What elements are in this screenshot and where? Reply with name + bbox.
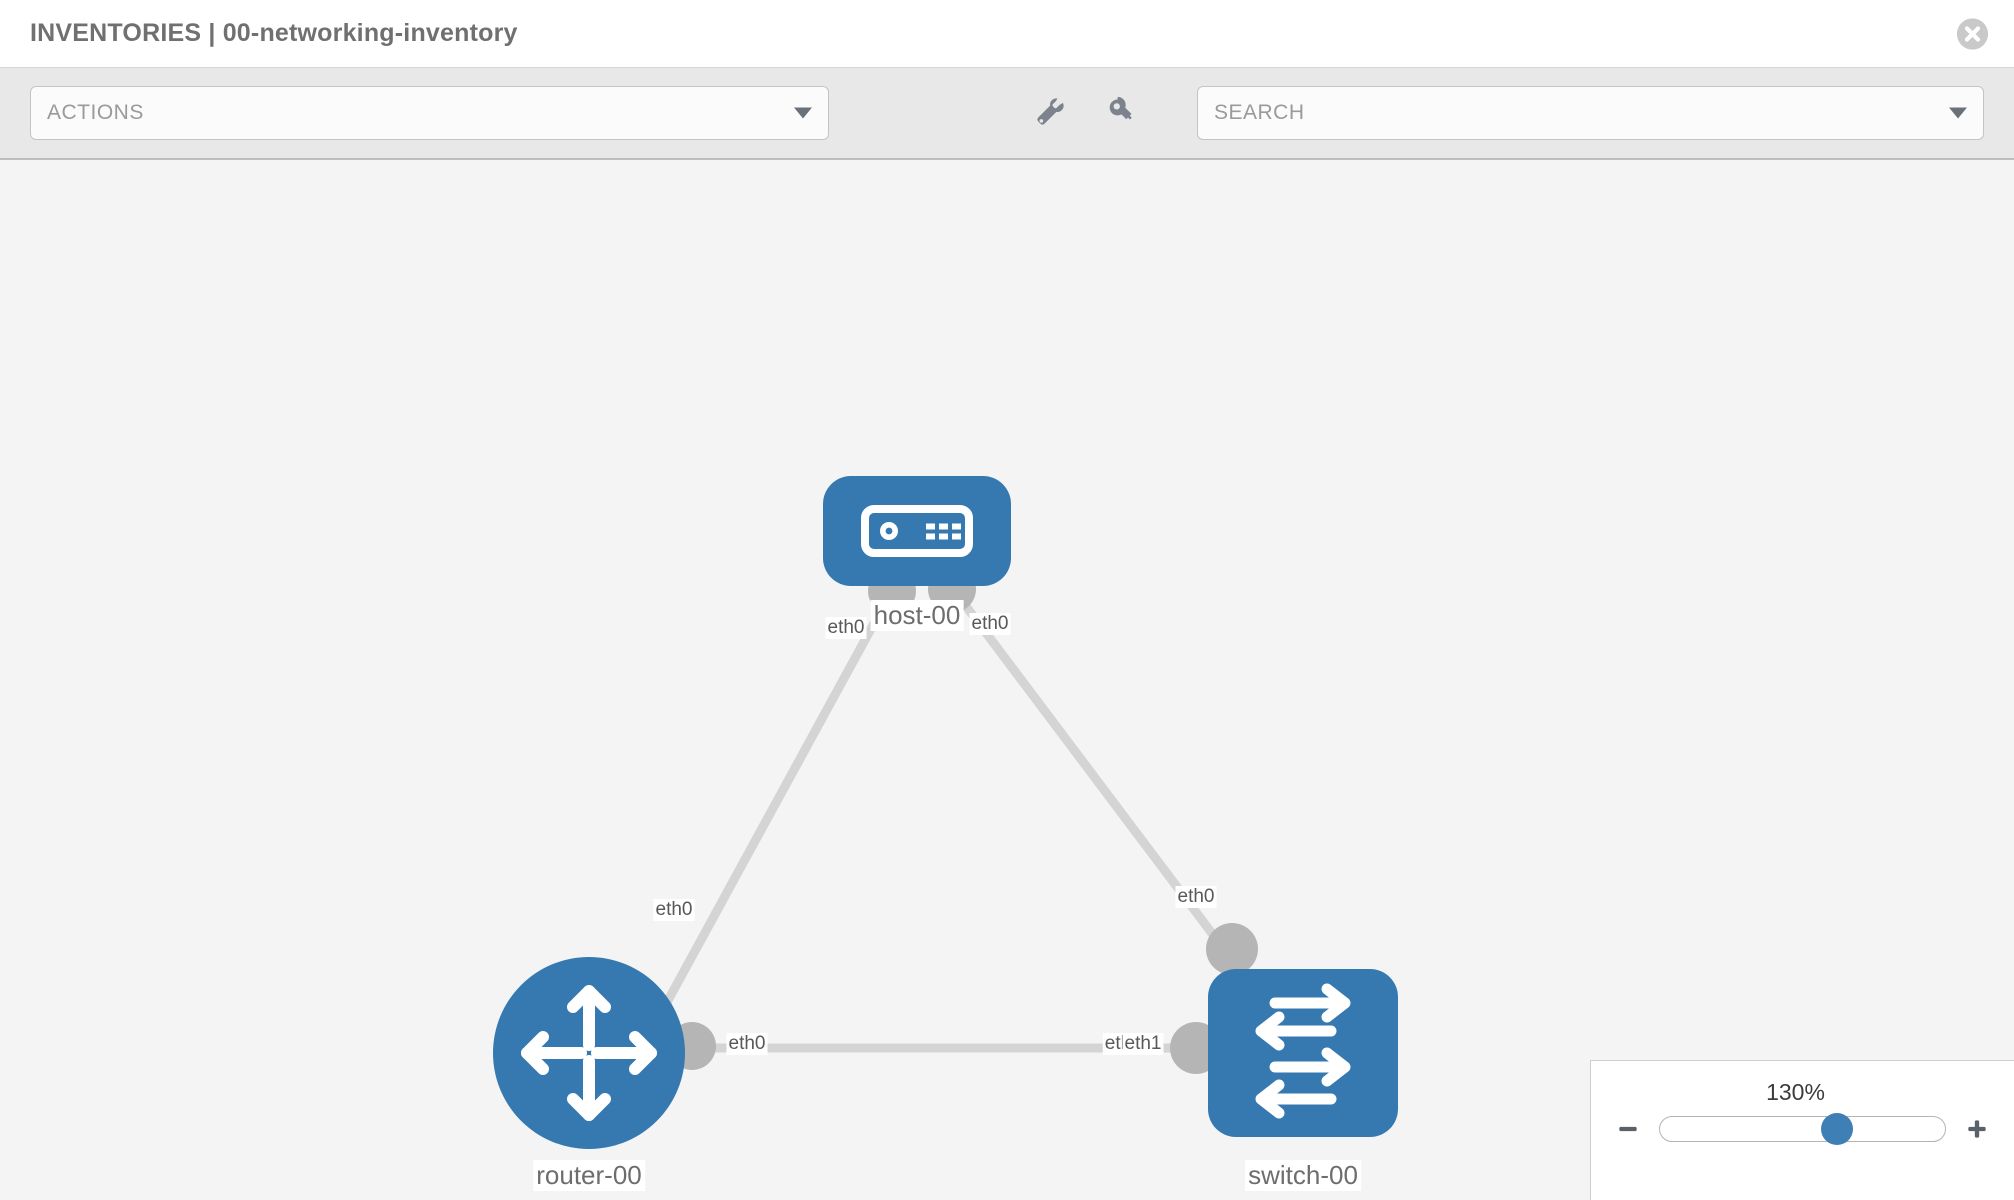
port-layer	[668, 565, 1258, 1074]
zoom-out-button[interactable]	[1613, 1114, 1643, 1144]
actions-dropdown-value: ACTIONS	[47, 101, 144, 124]
toolbar-icon-group	[1029, 93, 1143, 133]
page-title: INVENTORIES | 00-networking-inventory	[30, 19, 518, 47]
topology-graph	[493, 476, 1398, 1149]
zoom-slider-track[interactable]	[1659, 1113, 1946, 1145]
link-host-router	[656, 582, 899, 1018]
search-dropdown[interactable]: SEARCH	[1196, 86, 1984, 140]
actions-dropdown[interactable]: ACTIONS	[30, 86, 829, 140]
close-icon[interactable]	[1957, 18, 1988, 49]
chevron-down-icon	[793, 107, 812, 119]
search-input[interactable]: SEARCH	[1213, 101, 1305, 124]
toolbar: ACTIONS SEARCH	[0, 68, 2014, 160]
link-layer	[656, 582, 1236, 1053]
zoom-in-button[interactable]	[1962, 1114, 1992, 1144]
node-router-00[interactable]	[493, 957, 685, 1149]
wrench-icon[interactable]	[1029, 93, 1069, 133]
topology-canvas[interactable]: host-00 router-00 switch-00 eth0 eth0 et…	[0, 160, 2014, 1200]
zoom-slider-thumb[interactable]	[1820, 1113, 1853, 1145]
zoom-control-panel: 130%	[1590, 1060, 2014, 1200]
page-header: INVENTORIES | 00-networking-inventory	[0, 0, 2014, 68]
chevron-down-icon	[1949, 107, 1967, 119]
link-host-switch	[946, 582, 1236, 963]
node-switch-00[interactable]	[1208, 969, 1398, 1137]
port-switch-topleft	[1206, 923, 1258, 975]
zoom-slider-row	[1591, 1113, 2014, 1145]
zoom-level-text: 130%	[1766, 1079, 1825, 1105]
key-icon[interactable]	[1103, 93, 1143, 133]
node-host-00[interactable]	[823, 476, 1011, 586]
